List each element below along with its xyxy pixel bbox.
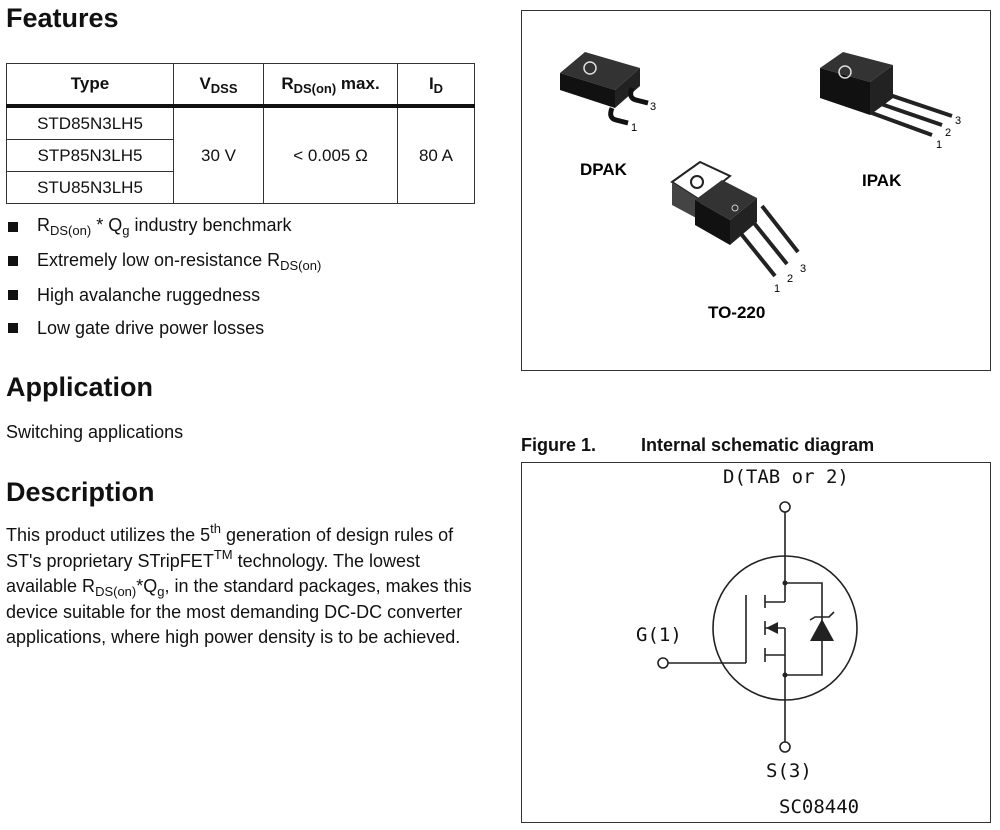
schematic-figure (521, 462, 991, 823)
to220-pin-3: 3 (800, 263, 806, 275)
source-label: S(3) (766, 760, 812, 782)
bullet-icon (8, 323, 18, 333)
ipak-pin-1: 1 (936, 139, 942, 151)
ipak-pin-2: 2 (945, 127, 951, 139)
application-text: Switching applications (6, 422, 184, 442)
dpak-pin-1: 1 (631, 122, 637, 134)
bullet-icon (8, 222, 18, 232)
to220-label: TO-220 (708, 303, 765, 322)
header-type: Type (6, 63, 174, 108)
description-heading: Description (6, 477, 155, 507)
header-id: ID (397, 63, 475, 108)
ipak-pin-3: 3 (955, 115, 961, 127)
features-heading: Features (6, 3, 119, 33)
gate-terminal (657, 657, 669, 669)
vdss-cell: 30 V (173, 105, 264, 204)
ipak-label: IPAK (862, 171, 902, 190)
rds-cell: < 0.005 Ω (263, 105, 398, 204)
header-rds: RDS(on) max. (263, 63, 398, 108)
drain-terminal (779, 501, 791, 513)
device-summary-table: Type VDSS RDS(on) max. ID STD85N3LH5 30 … (6, 63, 475, 204)
table-row: STD85N3LH5 30 V < 0.005 Ω 80 A (6, 105, 475, 204)
type-cell: STU85N3LH5 (6, 171, 174, 204)
dpak-pin-3: 3 (650, 101, 656, 113)
dpak-label: DPAK (580, 160, 628, 179)
figure-number: Figure 1. (521, 435, 597, 455)
bullet-icon (8, 290, 18, 300)
feature-bullet: High avalanche ruggedness (37, 285, 261, 305)
type-cell: STP85N3LH5 (6, 139, 174, 172)
feature-bullet: RDS(on) * Qg industry benchmark (37, 215, 292, 238)
drain-label: D(TAB or 2) (723, 466, 849, 488)
to220-pin-2: 2 (787, 273, 793, 285)
source-terminal (779, 741, 791, 753)
packages-figure (521, 10, 991, 371)
table-row: STP85N3LH5 (6, 139, 475, 172)
ipak-package-image (820, 52, 953, 137)
figure-title: Internal schematic diagram (641, 435, 875, 455)
table-header-row: Type VDSS RDS(on) max. ID (6, 63, 475, 108)
table-row: STU85N3LH5 (6, 171, 475, 204)
header-vdss: VDSS (173, 63, 264, 108)
dpak-package-image (560, 52, 649, 126)
application-heading: Application (6, 372, 153, 402)
to220-package-image (670, 160, 800, 278)
figure-code: SC08440 (779, 796, 860, 818)
id-cell: 80 A (397, 105, 475, 204)
feature-bullet: Extremely low on-resistance RDS(on) (37, 250, 322, 273)
gate-label: G(1) (636, 624, 682, 646)
bullet-icon (8, 256, 18, 266)
description-paragraph: This product utilizes the 5th generation… (6, 521, 472, 648)
to220-pin-1: 1 (774, 283, 780, 295)
feature-bullet: Low gate drive power losses (37, 318, 265, 338)
